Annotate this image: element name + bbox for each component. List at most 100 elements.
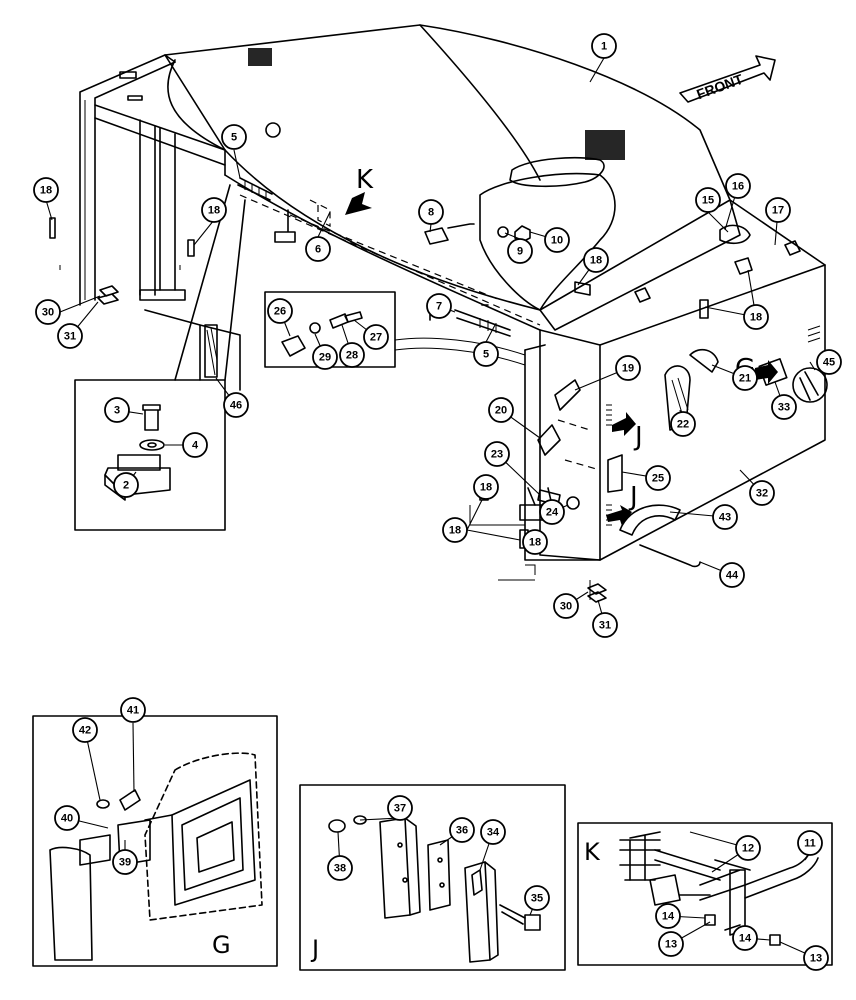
callout-number: 28 xyxy=(346,350,358,362)
callout-18: 18 xyxy=(743,304,769,330)
callout-45: 45 xyxy=(816,349,842,375)
callout-14: 14 xyxy=(732,925,758,951)
callout-19: 19 xyxy=(615,355,641,381)
callout-number: 4 xyxy=(192,440,199,452)
callout-18: 18 xyxy=(473,474,499,500)
callout-number: 35 xyxy=(531,893,543,905)
callout-circle xyxy=(442,517,468,543)
callout-number: 8 xyxy=(428,207,434,219)
callout-circle xyxy=(484,441,510,467)
callout-number: 13 xyxy=(665,939,677,951)
callout-24: 24 xyxy=(539,499,565,525)
callout-number: 18 xyxy=(750,312,762,324)
callout-number: 30 xyxy=(42,307,54,319)
callout-circle xyxy=(732,925,758,951)
callout-number: 6 xyxy=(315,244,321,256)
callout-32: 32 xyxy=(749,480,775,506)
callout-number: 7 xyxy=(436,301,442,313)
callout-circle xyxy=(480,819,506,845)
callout-circle xyxy=(112,849,138,875)
callout-31: 31 xyxy=(592,612,618,638)
callout-5: 5 xyxy=(473,341,499,367)
callout-38: 38 xyxy=(327,855,353,881)
callout-circle xyxy=(803,945,829,971)
callout-circle xyxy=(743,304,769,330)
callout-4: 4 xyxy=(182,432,208,458)
callout-number: 18 xyxy=(480,482,492,494)
callout-number: 26 xyxy=(274,306,286,318)
callout-circle xyxy=(72,717,98,743)
callout-circle xyxy=(113,472,139,498)
callout-number: 1 xyxy=(601,41,607,53)
callout-number: 20 xyxy=(495,405,507,417)
callout-number: 29 xyxy=(319,352,331,364)
callout-number: 30 xyxy=(560,601,572,613)
callout-number: 37 xyxy=(394,803,406,815)
callout-number: 33 xyxy=(778,402,790,414)
callout-circle xyxy=(426,293,452,319)
callout-16: 16 xyxy=(725,173,751,199)
callout-46: 46 xyxy=(223,392,249,418)
vent-grid-front xyxy=(248,48,625,160)
callout-18: 18 xyxy=(442,517,468,543)
callout-number: 16 xyxy=(732,181,744,193)
callout-number: 38 xyxy=(334,863,346,875)
callout-number: 19 xyxy=(622,363,634,375)
callout-18: 18 xyxy=(201,197,227,223)
callout-circle xyxy=(221,124,247,150)
callout-number: 32 xyxy=(756,488,768,500)
inset-J-letter: J xyxy=(310,935,319,963)
callout-3: 3 xyxy=(104,397,130,423)
callout-18: 18 xyxy=(33,177,59,203)
callout-circle xyxy=(725,173,751,199)
callout-circle xyxy=(615,355,641,381)
callout-27: 27 xyxy=(363,324,389,350)
callout-circle xyxy=(54,805,80,831)
callout-7: 7 xyxy=(426,293,452,319)
callout-23: 23 xyxy=(484,441,510,467)
callout-number: 25 xyxy=(652,473,664,485)
inset-K-letter: K xyxy=(584,838,601,866)
callout-circle xyxy=(816,349,842,375)
callout-22: 22 xyxy=(670,411,696,437)
callout-circle xyxy=(507,238,533,264)
callout-number: 15 xyxy=(702,195,714,207)
callout-circle xyxy=(339,342,365,368)
callout-40: 40 xyxy=(54,805,80,831)
callout-number: 41 xyxy=(127,705,139,717)
view-arrows xyxy=(345,192,778,526)
callout-30: 30 xyxy=(35,299,61,325)
callout-circle xyxy=(695,187,721,213)
callout-30: 30 xyxy=(553,593,579,619)
callout-number: 46 xyxy=(230,400,242,412)
callout-number: 5 xyxy=(231,132,237,144)
callout-circle xyxy=(327,855,353,881)
callout-circle xyxy=(797,830,823,856)
inset-G: G xyxy=(32,715,278,967)
callout-36: 36 xyxy=(449,817,475,843)
callout-number: 18 xyxy=(208,205,220,217)
callout-number: 39 xyxy=(119,857,131,869)
callout-13: 13 xyxy=(803,945,829,971)
callout-39: 39 xyxy=(112,849,138,875)
callout-28: 28 xyxy=(339,342,365,368)
view-letter-K: K xyxy=(356,165,374,195)
callout-43: 43 xyxy=(712,504,738,530)
callout-number: 27 xyxy=(370,332,382,344)
callout-circle xyxy=(712,504,738,530)
inset-latch-bolt xyxy=(264,291,526,368)
callout-circle xyxy=(645,465,671,491)
callout-circle xyxy=(35,299,61,325)
callout-26: 26 xyxy=(267,298,293,324)
callout-circle xyxy=(449,817,475,843)
callout-circle xyxy=(418,199,444,225)
callout-25: 25 xyxy=(645,465,671,491)
callout-9: 9 xyxy=(507,238,533,264)
callout-circle xyxy=(771,394,797,420)
callout-number: 12 xyxy=(742,843,754,855)
callout-20: 20 xyxy=(488,397,514,423)
callout-circle xyxy=(719,562,745,588)
callout-number: 21 xyxy=(739,373,751,385)
callout-number: 45 xyxy=(823,357,835,369)
